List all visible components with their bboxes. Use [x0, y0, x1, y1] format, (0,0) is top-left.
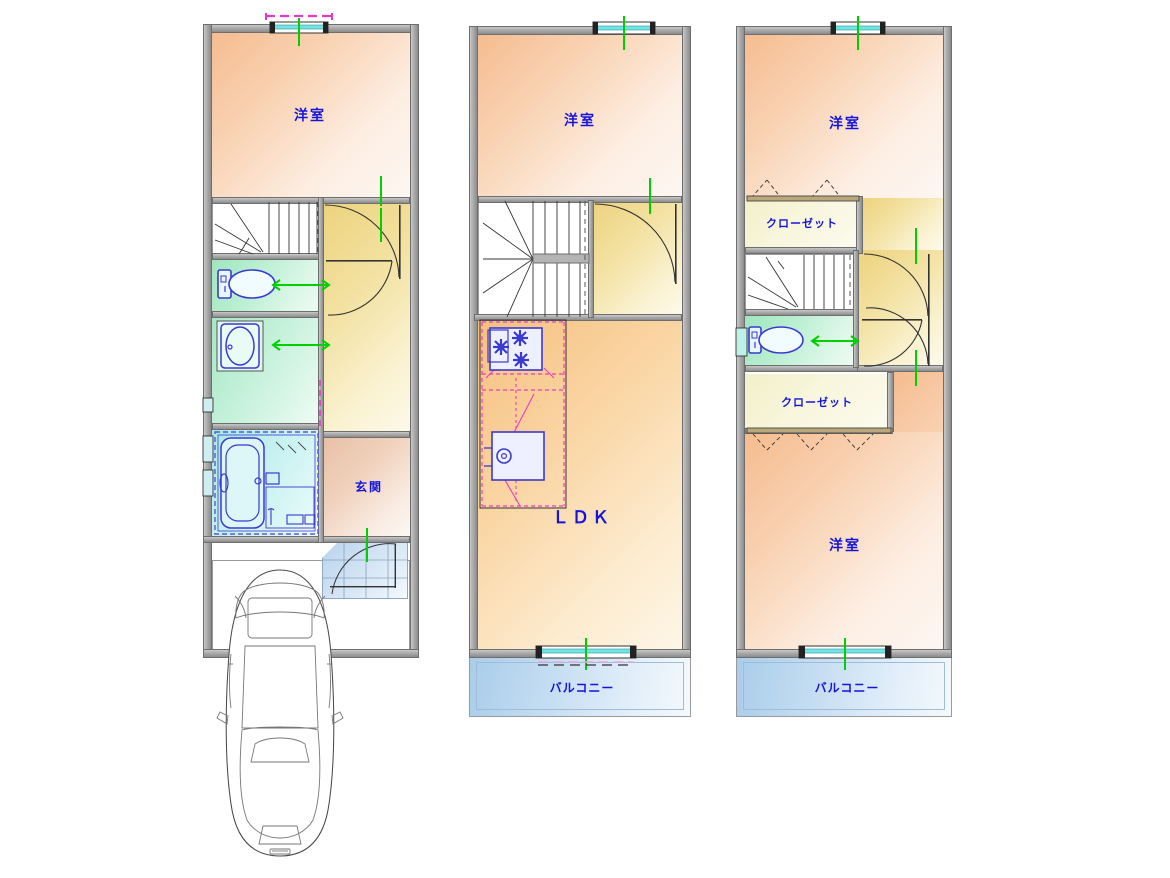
direction-arrow-icon-genkan-1f [366, 528, 368, 562]
room-bedroom-2f [478, 30, 682, 200]
label-closet-upper-3f: クローゼット [766, 217, 838, 230]
door-swing-icon-hall-top-3f [863, 253, 930, 317]
interior-wall-wash-bottom-1f [212, 423, 324, 430]
car-icon [216, 569, 344, 857]
label-bedroom-lower-3f: 洋室 [829, 538, 861, 554]
label-balcony-3f: バルコニー [814, 681, 880, 695]
window-toilet-3f [735, 327, 748, 357]
kitchen-counter-2f [479, 319, 567, 509]
entrance-porch-1f [322, 542, 408, 599]
door-swing-icon-hall-bottom-3f [865, 307, 930, 366]
direction-arrow-icon-toilet-3f [810, 335, 860, 347]
stairs-area-3f [745, 254, 857, 312]
label-closet-lower-3f: クローゼット [781, 396, 853, 409]
interior-wall-closet-lower-right-3f [887, 372, 894, 432]
hallway-1f [322, 201, 410, 437]
direction-arrow-icon-hall-2f [649, 178, 651, 214]
window-bedroom-upper-3f [830, 16, 886, 50]
third-floor-plan: 洋室 クローゼット クローゼット 洋室 バルコニー [725, 0, 975, 878]
window-bedroom-lower-3f [798, 638, 892, 670]
exterior-wall-right-1f [410, 24, 419, 658]
interior-wall-stair-bottom-3f [745, 309, 857, 316]
door-swing-icon-hall-2f [594, 203, 677, 284]
door-swing-icon-hall-mid-1f [326, 260, 393, 316]
interior-wall-toilet-bottom-1f [212, 311, 322, 318]
stairs-area-1f [212, 201, 322, 256]
stairs-icon-3f [747, 255, 851, 310]
interior-wall-hall-bottom-3f [857, 365, 943, 372]
label-bedroom-1f: 洋室 [294, 108, 326, 124]
label-balcony-2f: バルコニー [549, 681, 615, 695]
direction-arrow-icon-bedroom-lower-3f [915, 350, 917, 386]
interior-wall-bedroom-bottom-1f [212, 197, 410, 204]
washbasin-icon-1f [216, 320, 264, 372]
interior-wall-stair-bottom-2f [474, 314, 682, 321]
interior-wall-stair-bottom-1f [212, 253, 322, 260]
door-swing-icon-toilet-3f [862, 319, 923, 367]
balcony-inner-line-2f [476, 662, 684, 710]
door-swing-icon-hall-top-1f [324, 204, 401, 279]
direction-arrow-icon-bedroom-1f [380, 176, 382, 206]
room-bedroom-lower-main-3f [745, 432, 943, 653]
interior-wall-bath-bottom-1f [203, 536, 410, 543]
interior-wall-corridor-3f [853, 250, 859, 368]
second-floor-plan: 洋室 ＬＤＫ バルコニー [460, 0, 700, 878]
room-closet-lower-3f [745, 374, 893, 432]
label-ldk-2f: ＬＤＫ [552, 508, 612, 528]
stairs-icon-2f [482, 200, 590, 318]
room-bedroom-1f [212, 28, 410, 201]
label-entrance-1f: 玄関 [354, 480, 383, 494]
hallway-2f [592, 200, 682, 318]
room-entrance-1f [322, 437, 410, 542]
window-bedroom-2f [592, 16, 656, 50]
toilet-icon-3f [748, 326, 804, 354]
toilet-icon-1f [217, 269, 276, 299]
interior-wall-closet-upper-right-3f [856, 196, 863, 254]
direction-arrow-icon-hall-1f [380, 208, 382, 242]
porch-tile-grid [322, 542, 408, 599]
direction-arrow-icon-b [271, 339, 331, 351]
window-bedroom-1f [265, 13, 333, 46]
direction-arrow-icon-hall-upper-3f [915, 228, 917, 264]
label-bedroom-upper-3f: 洋室 [829, 116, 861, 132]
hallway-upper-3f [861, 198, 943, 250]
interior-wall-genkan-top-1f [318, 431, 410, 438]
stairs-icon-1f [214, 202, 319, 255]
folding-door-icon-closet-upper-3f [746, 179, 860, 202]
direction-arrow-icon-a [271, 279, 331, 291]
folding-door-icon-closet-lower-3f [746, 427, 892, 451]
exterior-wall-left-1f [203, 24, 212, 658]
window-marks-left-1f [202, 397, 214, 497]
interior-wall-corridor-1f [318, 197, 324, 543]
first-floor-plan: 洋室 玄関 [0, 0, 460, 878]
exterior-wall-left-2f [469, 26, 478, 658]
exterior-wall-right-2f [682, 26, 691, 658]
room-closet-upper-3f [745, 198, 861, 250]
room-bedroom-upper-3f [745, 30, 943, 198]
bathtub-icon-1f [214, 431, 319, 535]
label-bedroom-2f: 洋室 [564, 113, 596, 129]
partition-line-1f [319, 380, 321, 430]
interior-wall-closet-upper-bottom-3f [745, 247, 861, 254]
window-ldk-balcony-2f [535, 638, 637, 670]
